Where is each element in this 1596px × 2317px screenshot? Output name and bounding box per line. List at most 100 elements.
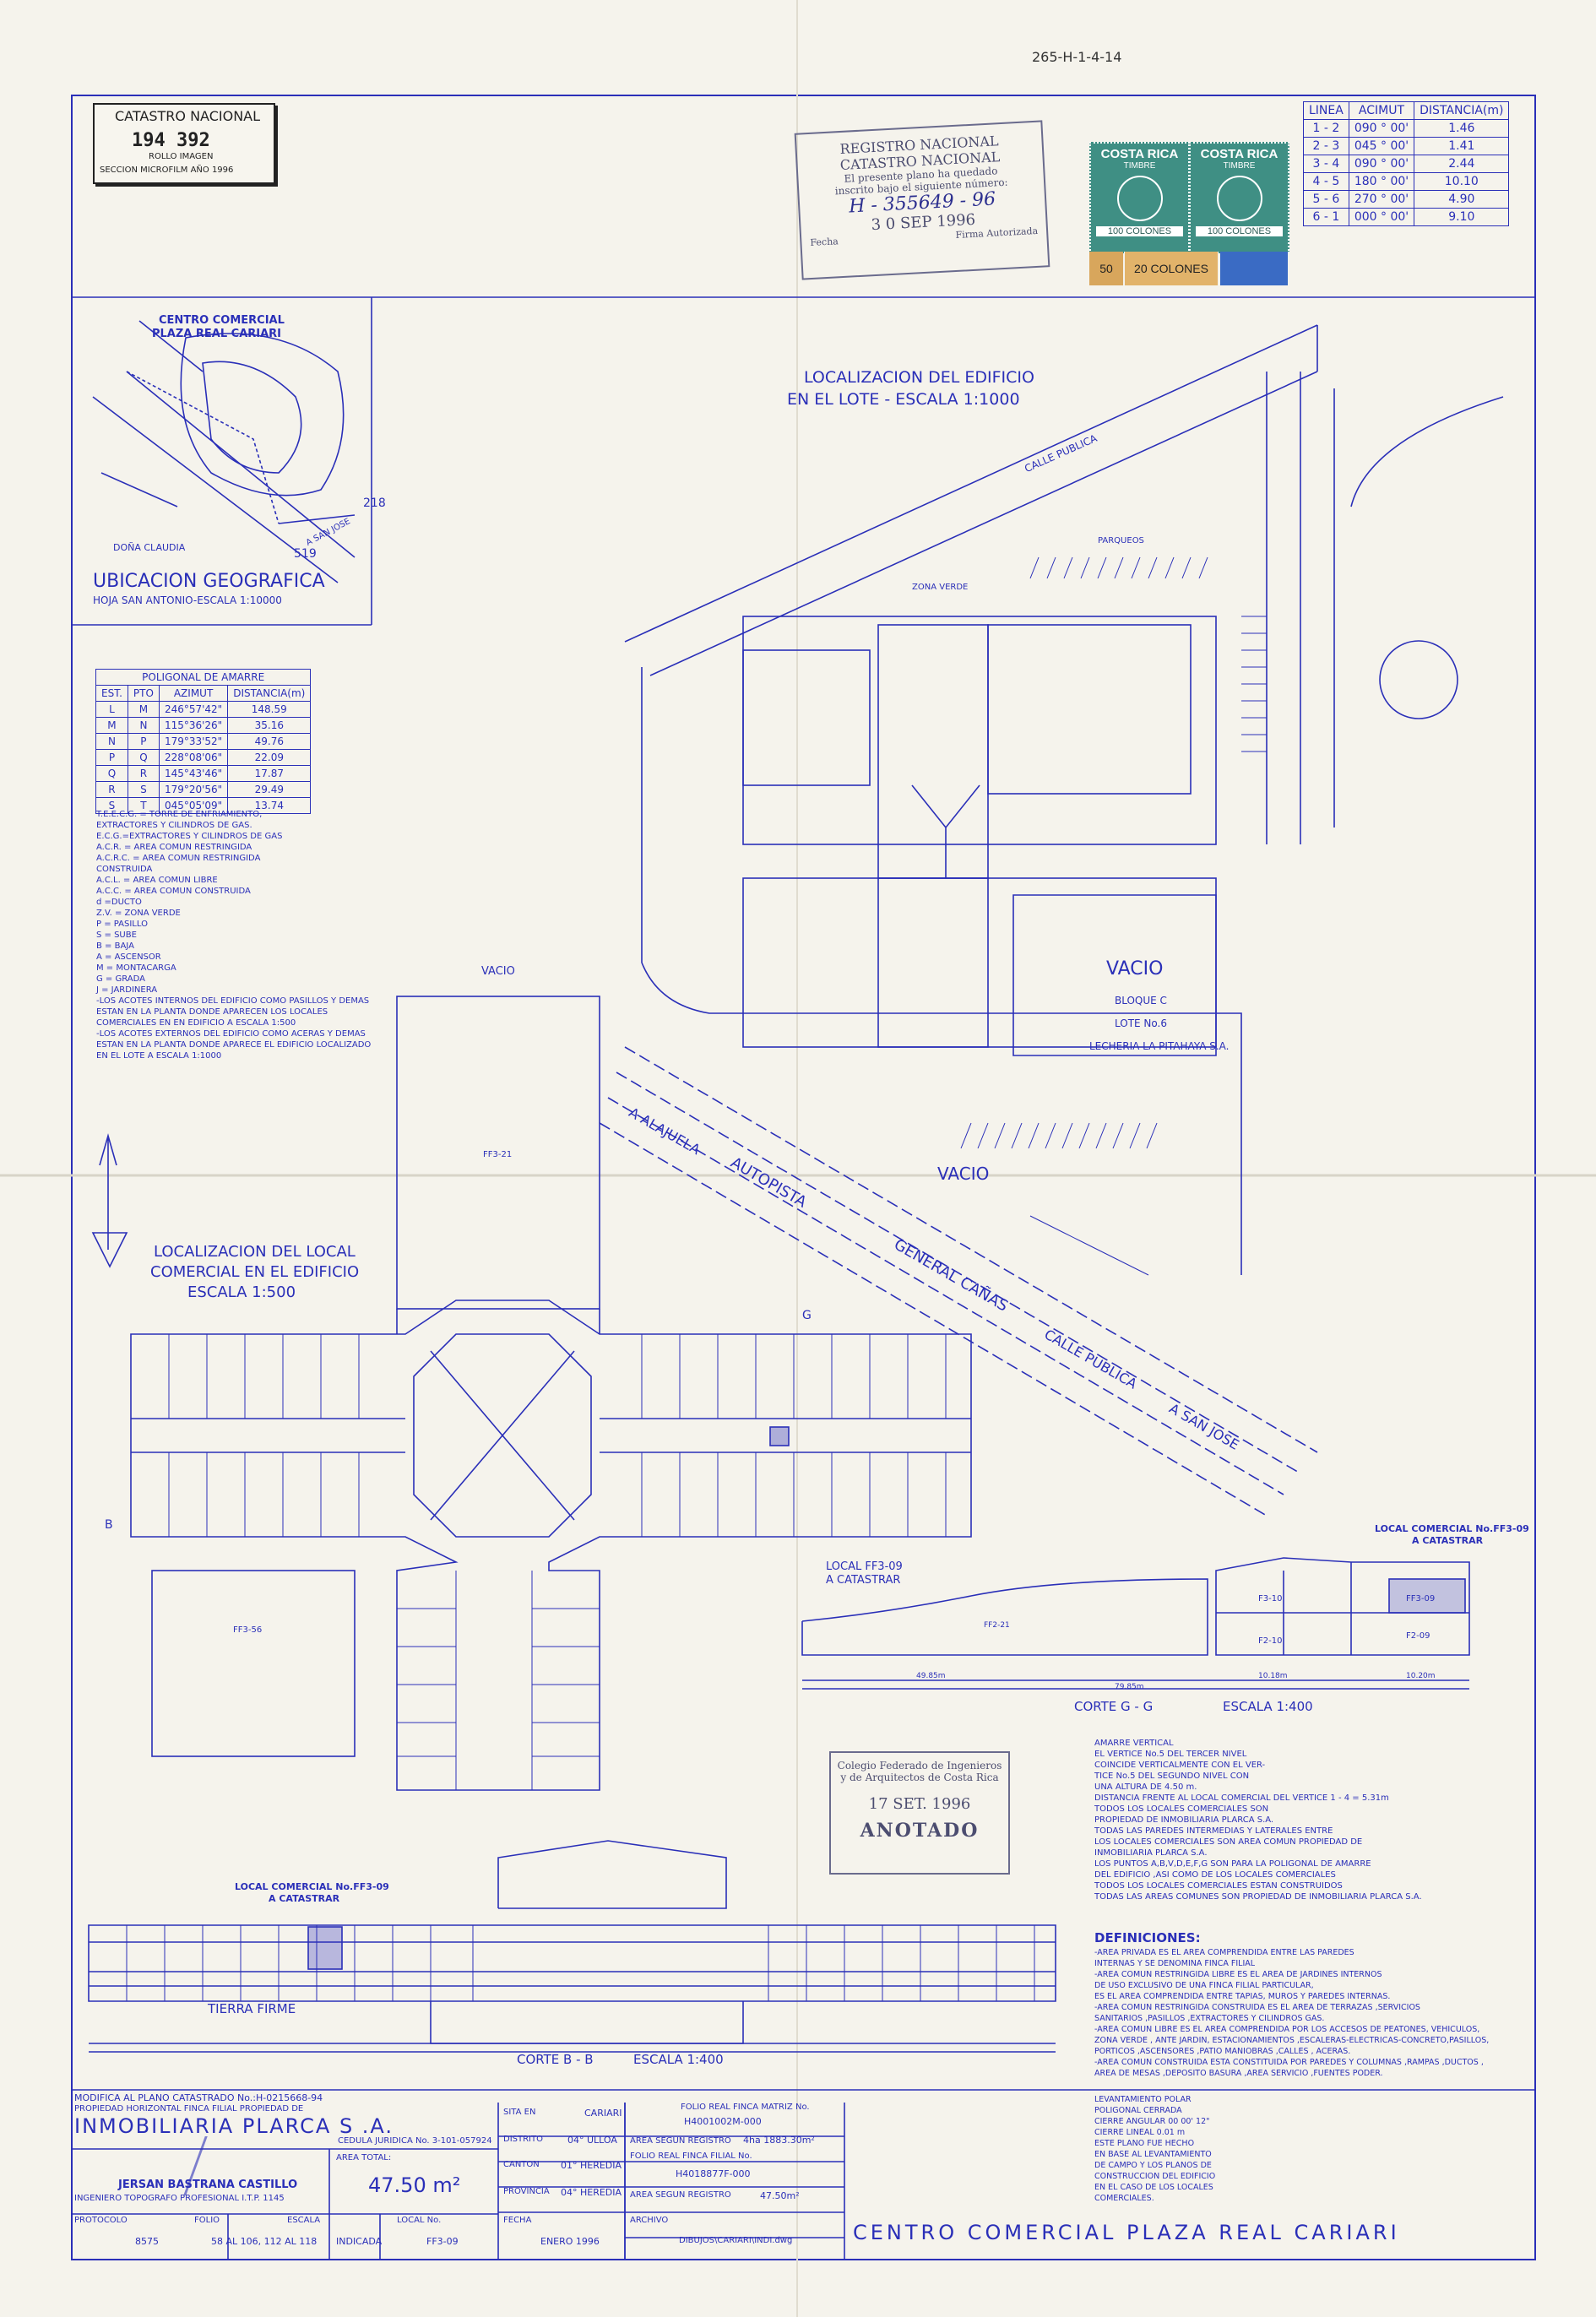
section-b-title: CORTE B - B [517, 2052, 594, 2067]
fecha-value: ENERO 1996 [540, 2236, 600, 2247]
lot-lecheria: LECHERIA LA PITAHAYA S.A. [1089, 1040, 1230, 1052]
section-mark-g: G [802, 1309, 812, 1322]
section-b-ground: TIERRA FIRME [208, 2001, 296, 2016]
modifica-note: MODIFICA AL PLANO CATASTRADO No.:H-02156… [74, 2092, 323, 2103]
section-b-header-2: A CATASTRAR [269, 1893, 340, 1904]
local-plan-vacio: VACIO [481, 965, 515, 978]
lot-plan-title: LOCALIZACION DEL EDIFICIO [804, 368, 1034, 387]
section-b-scale: ESCALA 1:400 [633, 2052, 724, 2067]
folio-label: FOLIO [194, 2216, 220, 2225]
project-title: CENTRO COMERCIAL PLAZA REAL CARIARI [853, 2221, 1400, 2244]
section-g-title: CORTE G - G [1074, 1699, 1154, 1714]
section-g-u5: F2-09 [1406, 1631, 1430, 1641]
archivo-label: ARCHIVO [630, 2216, 669, 2225]
local-value: FF3-09 [426, 2236, 459, 2247]
section-g-dim2: 79.85m [1115, 1683, 1144, 1691]
local-plan-scale: ESCALA 1:500 [187, 1283, 296, 1301]
section-g-header-2: A CATASTRAR [1412, 1535, 1484, 1546]
local-ff3-09-label: LOCAL FF3-09 [826, 1560, 903, 1573]
timbre-stamps: COSTA RICA TIMBRE 100 COLONES COSTA RICA… [1089, 142, 1292, 287]
lot-parqueos: PARQUEOS [1098, 536, 1144, 545]
lot-plan-subtitle: EN EL LOTE - ESCALA 1:1000 [787, 390, 1020, 409]
area-total-value: 47.50 m² [368, 2173, 461, 2197]
lot-lote: LOTE No.6 [1115, 1017, 1167, 1029]
area-registro-2-value: 47.50m² [760, 2190, 800, 2201]
section-g-u2: F3-10 [1258, 1594, 1283, 1603]
section-g-u3: F2-10 [1258, 1636, 1283, 1646]
table-header-row: LINEA ACIMUT DISTANCIA(m) [1303, 101, 1510, 120]
section-g-dim3: 10.18m [1258, 1672, 1288, 1680]
section-g-u1: FF2-21 [984, 1621, 1010, 1630]
provincia-label: PROVINCIA [503, 2187, 550, 2196]
escala-label: ESCALA [287, 2216, 321, 2225]
folio-filial-label: FOLIO REAL FINCA FILIAL No. [630, 2152, 752, 2161]
local-plan-title: LOCALIZACION DEL LOCAL [154, 1243, 356, 1261]
folio-matriz-value: H4001002M-000 [684, 2116, 762, 2127]
seal-icon [1116, 176, 1163, 221]
location-218: 218 [363, 496, 386, 510]
catastro-number: 194 392 [132, 130, 210, 151]
engineer-name: JERSAN BASTRANA CASTILLO [118, 2179, 298, 2191]
distrito-value: 04° ULLOA [567, 2135, 617, 2146]
section-mark-b: B [105, 1518, 113, 1532]
catastro-title: CATASTRO NACIONAL [115, 108, 261, 124]
colegio-l1: Colegio Federado de Ingenieros [837, 1760, 1002, 1772]
location-subtitle: HOJA SAN ANTONIO-ESCALA 1:10000 [93, 594, 282, 606]
col-distancia: DISTANCIA(m) [1414, 101, 1510, 120]
folio-matriz-label: FOLIO REAL FINCA MATRIZ No. [681, 2103, 810, 2112]
lot-bloque: BLOQUE C [1115, 995, 1167, 1007]
provincia-value: 04° HEREDIA [561, 2187, 622, 2198]
lot-vacio: VACIO [1106, 958, 1164, 979]
section-g-u4: FF3-09 [1406, 1594, 1436, 1603]
timbre-4: 20 COLONES [1125, 252, 1218, 285]
section-g-dim1: 49.85m [916, 1672, 946, 1680]
registro-fecha-label: Fecha [810, 236, 839, 248]
location-title: UBICACION GEOGRAFICA [93, 571, 325, 592]
colegio-date: 17 SET. 1996 [868, 1795, 971, 1813]
escala-value: INDICADA [336, 2236, 383, 2247]
catastro-line2: SECCION MICROFILM AÑO 1996 [100, 166, 234, 175]
local-label: LOCAL No. [397, 2216, 442, 2225]
definiciones-list: -AREA PRIVADA ES EL AREA COMPRENDIDA ENT… [1094, 1948, 1490, 2078]
registro-nacional-stamp: REGISTRO NACIONAL CATASTRO NACIONAL El p… [794, 120, 1050, 280]
section-g-dim4: 10.20m [1406, 1672, 1436, 1680]
sita-label: SITA EN [503, 2108, 536, 2117]
section-b-header: LOCAL COMERCIAL No.FF3-09 [235, 1881, 389, 1892]
protocolo-label: PROTOCOLO [74, 2216, 128, 2225]
folio-filial-value: H4018877F-000 [676, 2168, 751, 2179]
catastro-nacional-box: CATASTRO NACIONAL 194 392 ROLLO IMAGEN S… [93, 103, 275, 184]
area-registro-2-label: AREA SEGUN REGISTRO [630, 2190, 731, 2200]
seal-icon [1216, 176, 1262, 221]
location-519: 519 [294, 547, 317, 561]
col-acimut: ACIMUT [1348, 101, 1415, 120]
protocolo-value: 8575 [135, 2236, 159, 2247]
area-total-label: AREA TOTAL: [336, 2153, 392, 2162]
table-header-row: EST. PTO AZIMUT DISTANCIA(m) [95, 685, 312, 702]
section-g-scale: ESCALA 1:400 [1223, 1699, 1313, 1714]
timbre-3: 50 [1089, 252, 1123, 285]
area-registro-1-value: 4ha 1883.30m² [743, 2135, 815, 2146]
location-dona-claudia: DOÑA CLAUDIA [113, 542, 186, 553]
sita-value: CARIARI [584, 2108, 622, 2119]
colegio-status: ANOTADO [860, 1820, 980, 1842]
location-mall-label: CENTRO COMERCIAL [159, 314, 285, 327]
canton-label: CANTON [503, 2160, 540, 2169]
colegio-l2: y de Arquitectos de Costa Rica [840, 1772, 999, 1783]
col-linea: LINEA [1303, 101, 1349, 120]
fecha-label: FECHA [503, 2216, 532, 2225]
archivo-value: DIBUJOS\CARIARI\INDI.dwg [679, 2236, 793, 2245]
timbre-5 [1220, 252, 1288, 285]
section-g-header: LOCAL COMERCIAL No.FF3-09 [1375, 1523, 1529, 1534]
